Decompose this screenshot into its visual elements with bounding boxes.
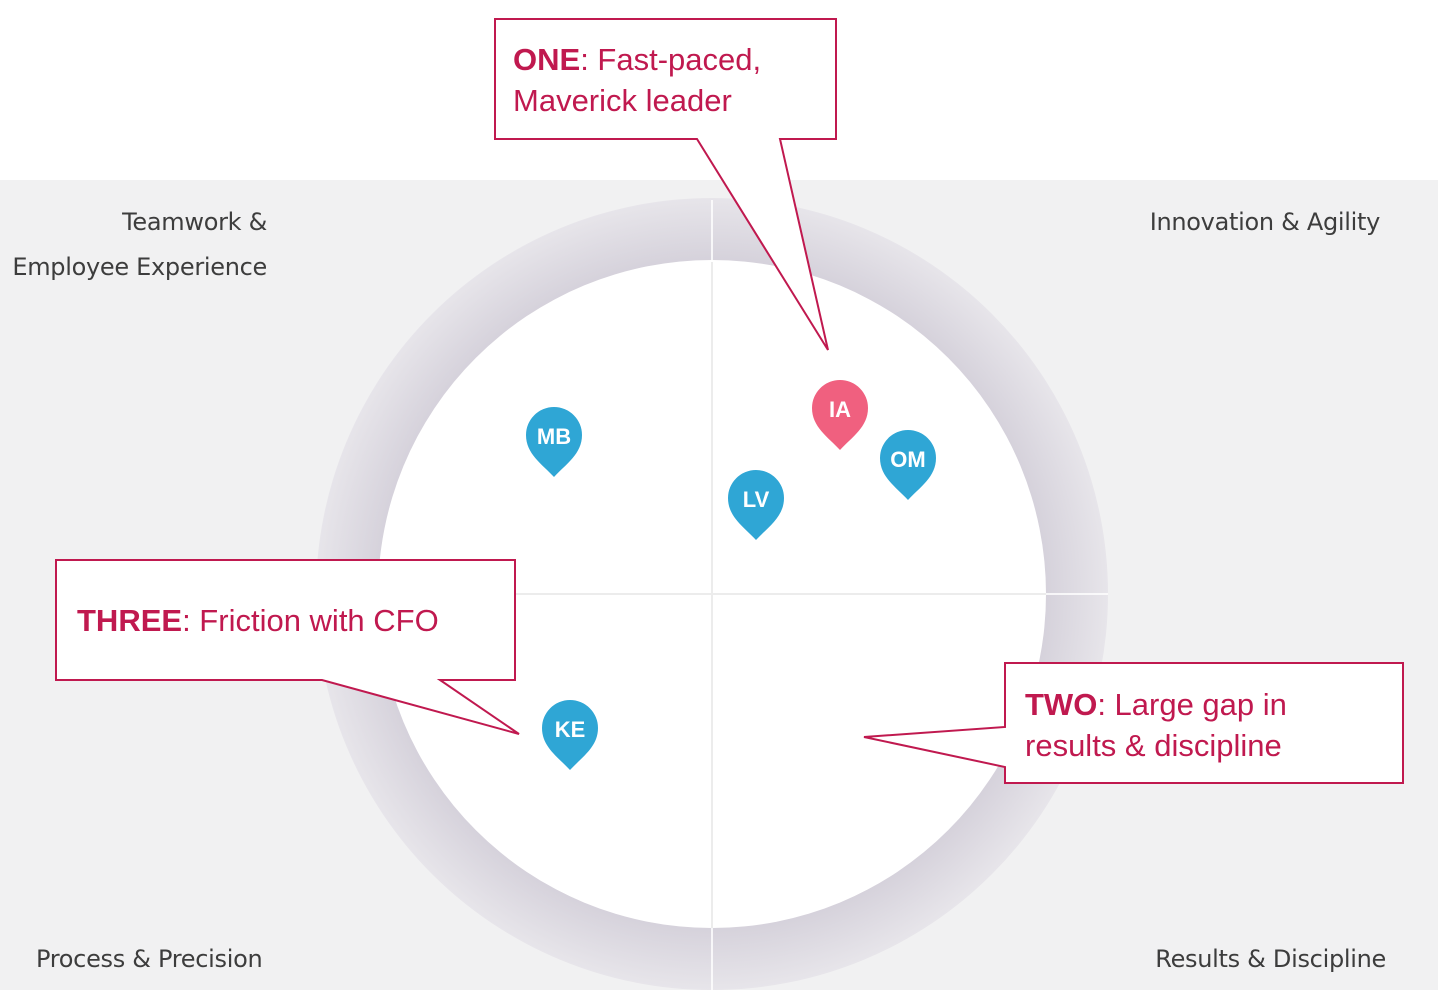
quadrant-label-top-right: Innovation & Agility [1149,208,1381,236]
quadrant-label-line: Employee Experience [12,253,267,281]
callout-three-line: : Friction with CFO [182,603,439,638]
callout-three-box [55,559,520,735]
callout-three-text: THREE: Friction with CFO [77,600,439,641]
marker-om[interactable]: OM [880,430,936,500]
quadrant-label-bottom-right: Results & Discipline [1155,945,1386,973]
pin-icon [542,700,598,770]
callout-two-title: TWO [1025,687,1098,722]
marker-lv[interactable]: LV [728,470,784,540]
marker-label: LV [743,487,770,512]
callout-two-box [863,662,1404,784]
marker-ia[interactable]: IA [812,380,868,450]
callout-two-line: results & discipline [1025,728,1282,763]
callout-two-text: TWO: Large gap in results & discipline [1025,684,1287,766]
marker-ke[interactable]: KE [542,700,598,770]
pin-icon [812,380,868,450]
callout-one-box [494,18,837,351]
quadrant-label-bottom-left: Process & Precision [36,945,263,973]
callout-two-line: : Large gap in [1097,687,1287,722]
pin-icon [526,407,582,477]
callout-one-line: Maverick leader [513,83,732,118]
quadrant-label-top-left: Teamwork & Employee Experience [0,200,267,290]
callout-one-title: ONE [513,42,581,77]
callout-one-text: ONE: Fast-paced, Maverick leader [513,39,761,121]
quadrant-label-line: Teamwork & [122,208,267,236]
marker-label: MB [537,424,571,449]
callout-one-line: : Fast-paced, [580,42,762,77]
pin-icon [728,470,784,540]
callout-three-title: THREE [77,603,183,638]
pin-icon [880,430,936,500]
marker-label: IA [829,397,851,422]
marker-label: KE [555,717,586,742]
marker-label: OM [890,447,925,472]
marker-mb[interactable]: MB [526,407,582,477]
